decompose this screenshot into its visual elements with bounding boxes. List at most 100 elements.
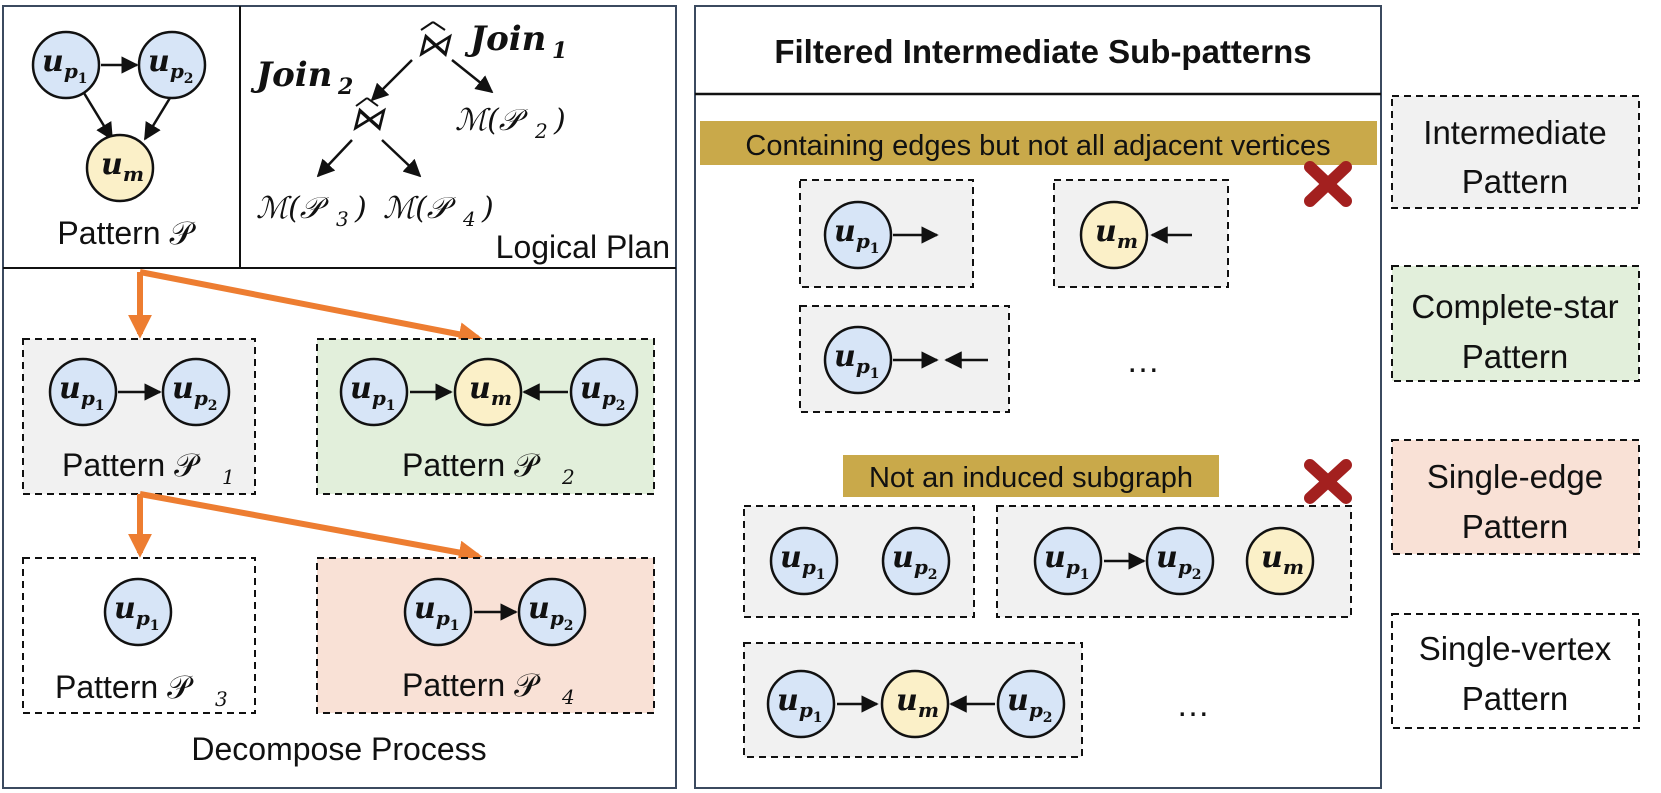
vertex-label: up1 <box>1044 540 1090 583</box>
p4-caption-sub: 4 <box>561 685 575 709</box>
vertex-circle <box>881 526 951 596</box>
legend-single-edge: Single-edge Pattern <box>1391 439 1640 555</box>
vertex-circle <box>1245 526 1315 596</box>
vertex-circle <box>339 357 409 427</box>
vertex-label: up2 <box>1007 683 1053 726</box>
vertex-label: um <box>896 683 939 722</box>
vertex-label: up2 <box>148 44 194 87</box>
section1-highlight <box>700 121 1377 165</box>
p2-vertex-u-p1: up1 <box>339 357 409 427</box>
vertex-label: up1 <box>834 339 880 382</box>
vertex-circle <box>48 357 118 427</box>
right-panel-title: Filtered Intermediate Sub-patterns <box>774 33 1311 70</box>
legend-intermediate-swatch <box>1391 95 1640 209</box>
legend-complete-star-line1: Complete-star <box>1411 288 1618 325</box>
plan-edge-join2-m4 <box>381 139 422 178</box>
vertex-circle <box>766 669 836 739</box>
p3-vertex-u-p1: up1 <box>103 577 173 647</box>
vertex-label: up1 <box>114 591 160 634</box>
legend-single-edge-line1: Single-edge <box>1427 458 1603 495</box>
join-hat-1b <box>432 21 446 31</box>
p2-vertex-u-p2: up2 <box>569 357 639 427</box>
p2-caption-sub: 2 <box>561 465 575 489</box>
left-panel: up1 up2 um Pattern 𝒫 ⋈ Join 1 Join 2 ⋈ ℳ… <box>2 5 677 789</box>
vertex-label: um <box>1261 540 1304 579</box>
vertex-label: up2 <box>1156 540 1202 583</box>
section1-cross-icon <box>1304 161 1352 207</box>
leaf-m-p2-close: ) <box>553 103 566 138</box>
p4-vertex-u-p1: up1 <box>403 577 473 647</box>
p2-caption: Pattern 𝒫 <box>402 447 541 483</box>
vertex-label: um <box>1095 214 1138 253</box>
pattern-p-caption: Pattern 𝒫 <box>57 215 196 251</box>
legend-single-vertex-line2: Pattern <box>1462 680 1568 717</box>
p1-caption: Pattern 𝒫 <box>62 447 201 483</box>
legend-complete-star: Complete-star Pattern <box>1391 265 1640 382</box>
orange-arrow-p1-p4 <box>139 491 483 565</box>
plan-edge-join2-m3 <box>316 139 353 178</box>
vertex-circle <box>1079 200 1149 270</box>
vertex-label: um <box>101 147 144 186</box>
p2-vertex-u-m: um <box>453 357 523 427</box>
join2-label: Join <box>250 55 332 95</box>
vertex-circle <box>996 669 1066 739</box>
vertex-circle <box>137 30 207 100</box>
vertex-label: up1 <box>59 371 105 414</box>
vertex-circle <box>517 577 587 647</box>
pattern-p-graph: up1 up2 um Pattern 𝒫 <box>31 30 207 251</box>
vertex-label: up2 <box>172 371 218 414</box>
leaf-m-p4-close: ) <box>481 191 494 226</box>
vertex-label: up2 <box>892 540 938 583</box>
join1-subscript: 1 <box>552 38 567 64</box>
vertex-label: up1 <box>350 371 396 414</box>
right-panel: Filtered Intermediate Sub-patterns Conta… <box>694 5 1382 789</box>
vertex-u-m: um <box>85 133 155 203</box>
ellipsis-1: … <box>1126 342 1160 380</box>
s1b-vertex-u-m: um <box>1079 200 1149 270</box>
vertex-label: um <box>469 371 512 410</box>
vertex-label: up1 <box>42 44 88 87</box>
join2-subscript: 2 <box>337 74 353 100</box>
edge-up1-um <box>82 92 114 141</box>
vertex-u-p1: up1 <box>31 30 101 100</box>
vertex-circle <box>823 200 893 270</box>
right-panel-border <box>694 5 1382 789</box>
vertex-circle <box>31 30 101 100</box>
logical-plan-caption: Logical Plan <box>496 229 670 265</box>
p3-caption-sub: 3 <box>215 687 228 711</box>
vertex-circle <box>769 526 839 596</box>
s2a-vertex-u-p2: up2 <box>881 526 951 596</box>
vertex-circle <box>161 357 231 427</box>
vertex-circle <box>403 577 473 647</box>
s2c-vertex-u-m: um <box>880 669 950 739</box>
p1-vertex-u-p1: up1 <box>48 357 118 427</box>
legend-intermediate: Intermediate Pattern <box>1391 95 1640 209</box>
vertex-label: up1 <box>777 683 823 726</box>
leaf-m-p4-sub: 4 <box>462 207 476 231</box>
p1-vertex-u-p2: up2 <box>161 357 231 427</box>
section2-cross-icon <box>1304 459 1352 504</box>
leaf-m-p3: ℳ(𝒫 <box>256 191 330 226</box>
section1-label: Containing edges but not all adjacent ve… <box>745 130 1330 162</box>
ellipsis-2: … <box>1176 686 1210 724</box>
p4-caption: Pattern 𝒫 <box>402 667 541 703</box>
section2-highlight <box>843 455 1219 497</box>
section2-label: Not an induced subgraph <box>869 462 1193 494</box>
leaf-m-p2: ℳ(𝒫 <box>455 103 529 138</box>
vertex-circle <box>85 133 155 203</box>
leaf-m-p2-sub: 2 <box>534 119 548 143</box>
join-symbol-1: ⋈ <box>416 25 452 65</box>
legend-intermediate-line1: Intermediate <box>1423 114 1606 151</box>
vertex-label: up1 <box>780 540 826 583</box>
p3-caption: Pattern 𝒫 <box>55 669 194 705</box>
legend-single-edge-swatch <box>1391 439 1640 555</box>
orange-arrow-root-p2 <box>139 269 483 347</box>
logical-plan: ⋈ Join 1 Join 2 ⋈ ℳ(𝒫 2 ) ℳ(𝒫 3 ) ℳ(𝒫 4 … <box>250 19 670 265</box>
leaf-m-p3-close: ) <box>354 191 367 226</box>
leaf-m-p3-sub: 3 <box>336 207 349 231</box>
s1a-vertex-u-p1: up1 <box>823 200 893 270</box>
decompose-process: up1 up2 Pattern 𝒫 1 up1 um up2 Pattern 𝒫… <box>22 269 655 767</box>
vertex-label: up1 <box>414 591 460 634</box>
vertex-circle <box>103 577 173 647</box>
plan-edge-join1-m2 <box>451 59 494 94</box>
